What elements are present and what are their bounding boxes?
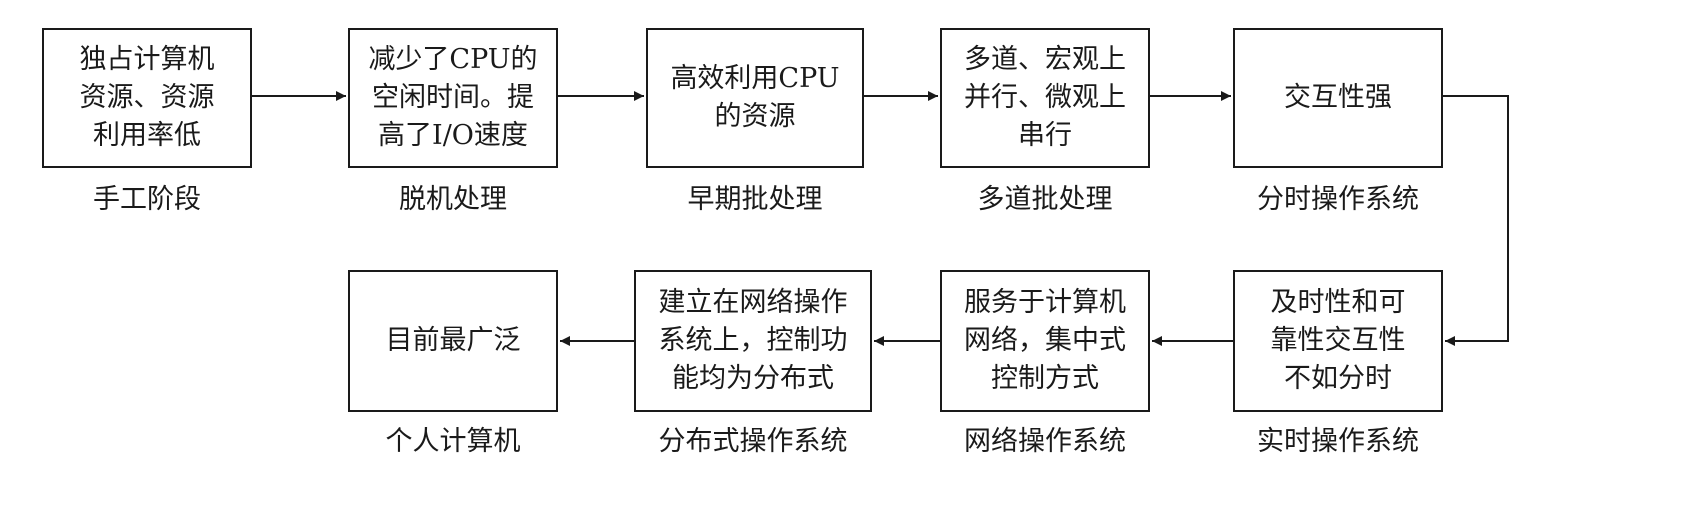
stage-caption-time-sharing: 分时操作系统: [1257, 184, 1419, 215]
stage-caption-real-time: 实时操作系统: [1257, 426, 1419, 457]
stage-box-multiprogram-batch: 多道、宏观上 并行、微观上 串行: [940, 28, 1150, 168]
stage-box-text: 建立在网络操作 系统上，控制功 能均为分布式: [658, 287, 848, 394]
stage-box-text: 多道、宏观上 并行、微观上 串行: [964, 44, 1126, 151]
stage-box-early-batch: 高效利用CPU 的资源: [646, 28, 864, 168]
stage-box-real-time: 及时性和可 靠性交互性 不如分时: [1233, 270, 1443, 412]
stage-box-network-os: 服务于计算机 网络，集中式 控制方式: [940, 270, 1150, 412]
stage-caption-multiprogram-batch: 多道批处理: [977, 184, 1113, 215]
stage-box-text: 高效利用CPU 的资源: [670, 63, 840, 132]
stage-box-text: 及时性和可 靠性交互性 不如分时: [1270, 287, 1406, 394]
stage-box-manual: 独占计算机 资源、资源 利用率低: [42, 28, 252, 168]
stage-caption-offline: 脱机处理: [399, 184, 507, 215]
stage-box-text: 服务于计算机 网络，集中式 控制方式: [964, 287, 1126, 394]
stage-box-offline: 减少了CPU的 空闲时间。提 高了I/O速度: [348, 28, 558, 168]
stage-caption-manual: 手工阶段: [93, 184, 201, 215]
stage-box-text: 交互性强: [1284, 82, 1392, 113]
stage-caption-personal-computer: 个人计算机: [385, 426, 521, 457]
stage-caption-network-os: 网络操作系统: [964, 426, 1126, 457]
stage-caption-distributed-os: 分布式操作系统: [658, 426, 848, 457]
stage-box-text: 减少了CPU的 空闲时间。提 高了I/O速度: [368, 44, 538, 151]
stage-box-distributed-os: 建立在网络操作 系统上，控制功 能均为分布式: [634, 270, 872, 412]
stage-box-time-sharing: 交互性强: [1233, 28, 1443, 168]
stage-box-text: 独占计算机 资源、资源 利用率低: [79, 44, 215, 151]
arrow-time-sharing-to-real-time: [1443, 95, 1509, 346]
stage-box-text: 目前最广泛: [385, 325, 521, 356]
stage-caption-early-batch: 早期批处理: [687, 184, 823, 215]
stage-box-personal-computer: 目前最广泛: [348, 270, 558, 412]
